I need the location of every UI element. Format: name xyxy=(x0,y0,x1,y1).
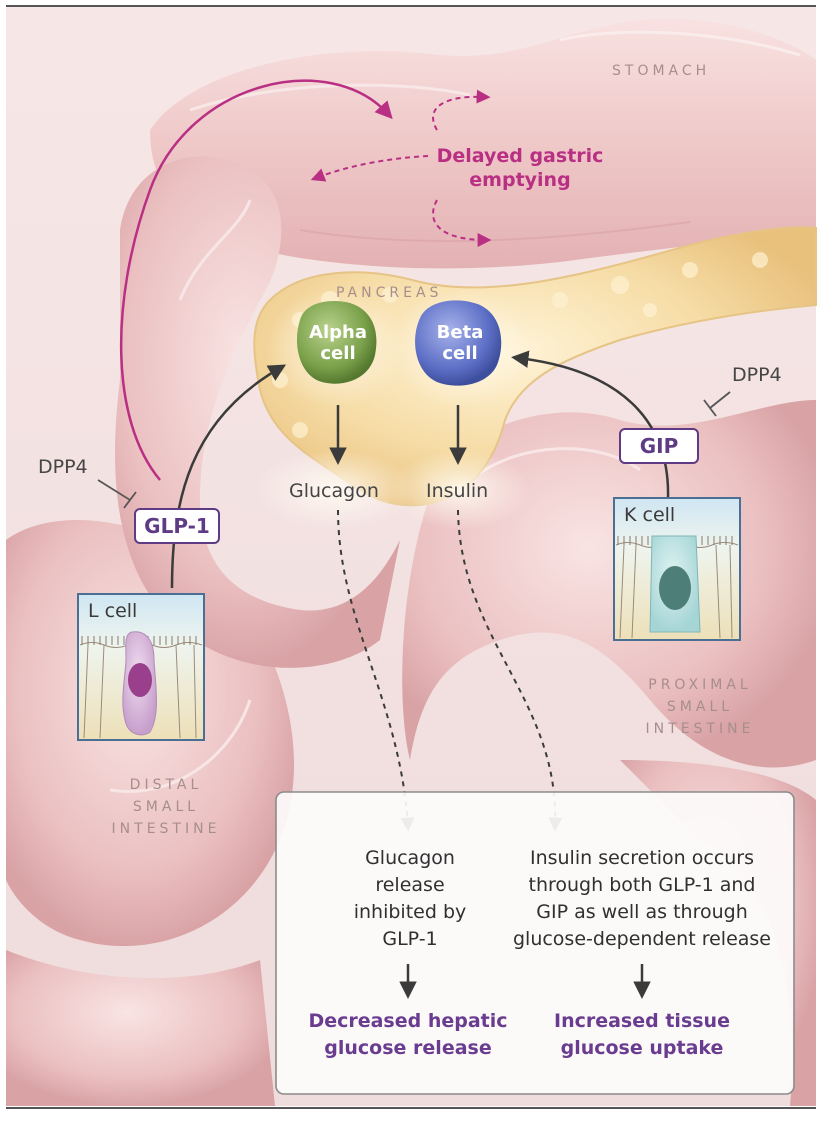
pancreas-label: PANCREAS xyxy=(336,285,443,301)
beta-cell-label: Beta cell xyxy=(436,322,484,364)
glucagon-label: Glucagon xyxy=(289,480,379,502)
dpp4-right-label: DPP4 xyxy=(732,364,782,386)
intestine-bottom-loops xyxy=(6,950,275,1106)
l-cell-label: L cell xyxy=(88,600,138,622)
insulin-secretion-text: Insulin secretion occurs through both GL… xyxy=(512,847,771,950)
glp1-badge: GLP-1 xyxy=(134,508,220,544)
l-cell-inset xyxy=(77,593,205,741)
alpha-cell xyxy=(296,301,377,384)
glucagon-inhibition-text: Glucagon release inhibited by GLP-1 xyxy=(353,847,467,950)
beta-cell xyxy=(415,300,502,386)
increased-tissue-glucose-result: Increased tissue glucose uptake xyxy=(554,1010,730,1059)
distal-small-intestine-label: DISTAL SMALL INTESTINE xyxy=(111,777,221,837)
dpp4-left-label: DPP4 xyxy=(38,456,88,478)
k-cell-label: K cell xyxy=(624,504,676,526)
decreased-hepatic-glucose-result: Decreased hepatic glucose release xyxy=(308,1010,508,1059)
outcome-box xyxy=(275,791,795,1095)
k-cell-inset xyxy=(613,497,741,641)
proximal-small-intestine-label: PROXIMAL SMALL INTESTINE xyxy=(645,677,755,737)
stomach-label: STOMACH xyxy=(612,63,711,79)
insulin-label: Insulin xyxy=(426,480,489,502)
alpha-cell-label: Alpha cell xyxy=(309,322,367,364)
gip-badge: GIP xyxy=(619,428,699,464)
delayed-gastric-emptying-label: Delayed gastric emptying xyxy=(436,145,604,191)
